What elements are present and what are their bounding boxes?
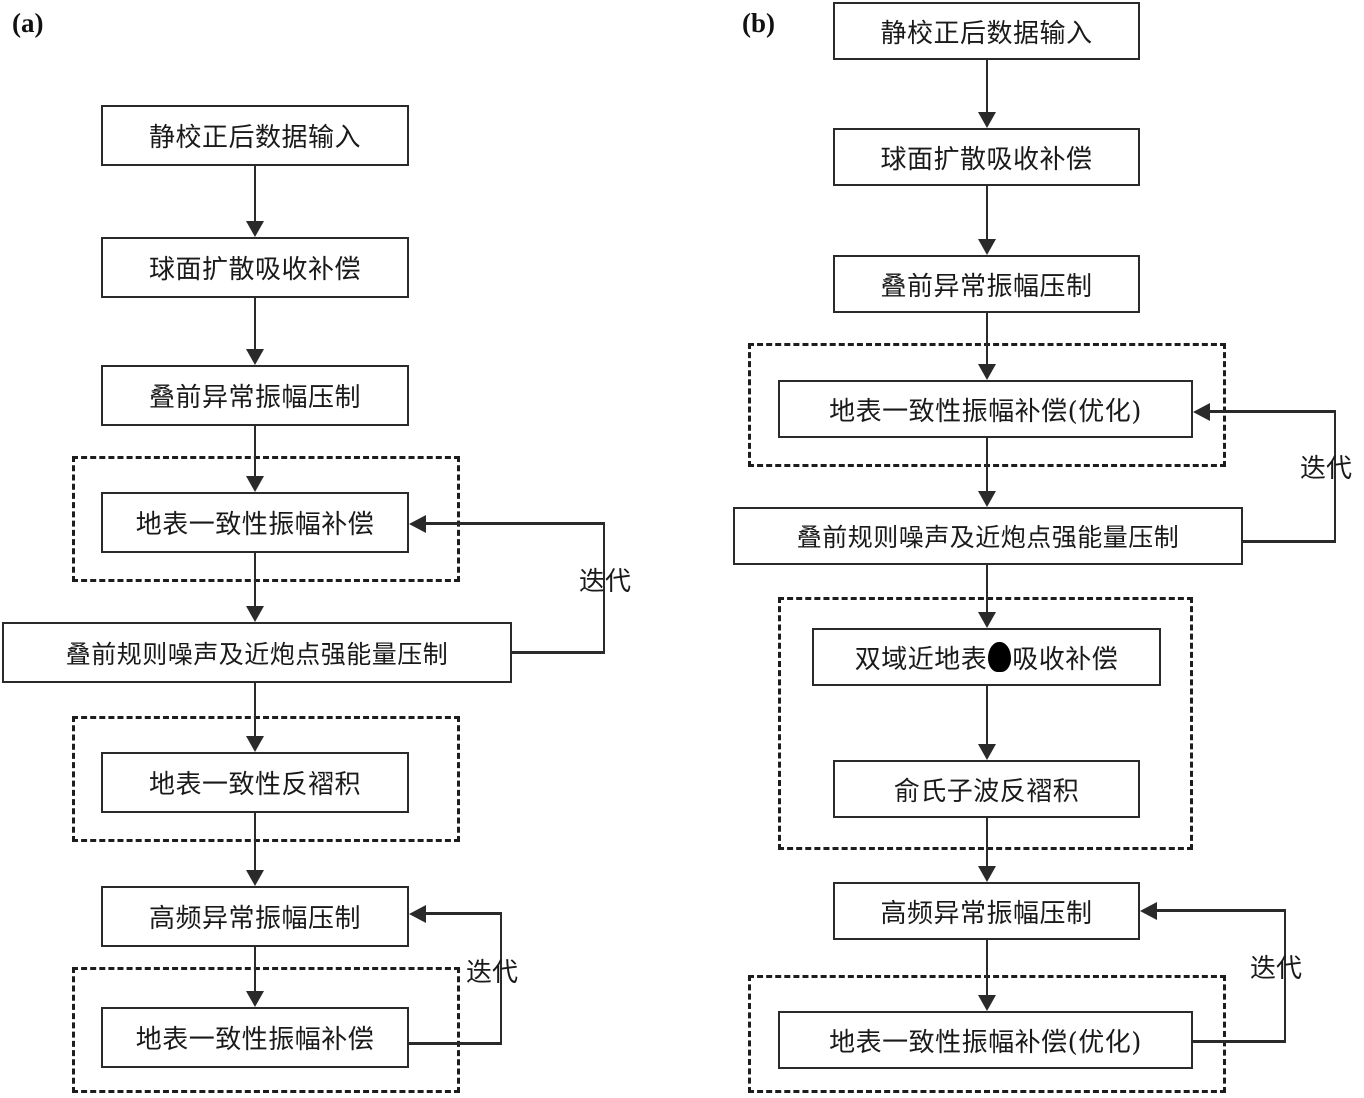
- connector-b-7-8: [985, 818, 988, 866]
- node-b-high-frequency-anomalous-amplitude[interactable]: 高频异常振幅压制: [833, 882, 1140, 940]
- arrowhead-b-6-7: [977, 744, 996, 760]
- node-b-yu-wavelet-decon[interactable]: 俞氏子波反褶积: [833, 760, 1140, 818]
- node-a-prestack-regular-noise[interactable]: 叠前规则噪声及近炮点强能量压制: [2, 622, 512, 683]
- arrowhead-a-5-6: [245, 736, 264, 752]
- q-symbol-blob-icon: [988, 642, 1012, 672]
- connector-b-5-6: [985, 565, 988, 612]
- loop-label-b-2: 迭代: [1250, 954, 1303, 984]
- connector-b-3-4: [985, 313, 988, 364]
- connector-a-7-8: [253, 947, 256, 991]
- loop-b-2-segment-right: [1283, 910, 1286, 1042]
- node-b-spherical-divergence[interactable]: 球面扩散吸收补偿: [833, 128, 1140, 186]
- node-b-dual-domain-near-surface-q-compensation[interactable]: 双域近地表吸收补偿: [812, 628, 1161, 686]
- loop-a-2-segment-bottom: [409, 1042, 502, 1045]
- arrowhead-b-1-2: [977, 112, 996, 128]
- loop-a-2-segment-right: [499, 913, 502, 1044]
- arrowhead-b-2-3: [977, 239, 996, 255]
- connector-b-1-2: [985, 60, 988, 112]
- node-a-static-corrected-input[interactable]: 静校正后数据输入: [101, 105, 409, 166]
- arrowhead-a-7-8: [245, 991, 264, 1007]
- loop-label-a-2: 迭代: [466, 958, 519, 988]
- panel-label-a: (a): [12, 8, 44, 38]
- arrowhead-a-2-3: [245, 349, 264, 365]
- connector-a-4-5: [253, 553, 256, 606]
- node-a-prestack-anomalous-amplitude[interactable]: 叠前异常振幅压制: [101, 365, 409, 426]
- loop-a-2-segment-top: [424, 912, 502, 915]
- dashed-group-a-deconvolution: [72, 716, 460, 842]
- connector-a-1-2: [253, 166, 256, 221]
- node-b-surface-consistent-amplitude-opt[interactable]: 地表一致性振幅补偿(优化): [778, 380, 1193, 438]
- node-b-prestack-regular-noise[interactable]: 叠前规则噪声及近炮点强能量压制: [733, 507, 1243, 565]
- loop-b-1-segment-right: [1333, 411, 1336, 542]
- arrowhead-a-3-4: [245, 476, 264, 492]
- connector-b-8-9: [985, 940, 988, 995]
- loop-b-1-segment-bottom: [1243, 540, 1336, 543]
- node-a-surface-consistent-amplitude[interactable]: 地表一致性振幅补偿: [101, 492, 409, 553]
- loop-label-b-1: 迭代: [1300, 454, 1353, 484]
- node-b-static-corrected-input[interactable]: 静校正后数据输入: [833, 2, 1140, 60]
- node-a-high-frequency-anomalous-amplitude[interactable]: 高频异常振幅压制: [101, 886, 409, 947]
- node-a-surface-consistent-amplitude-2[interactable]: 地表一致性振幅补偿: [101, 1007, 409, 1068]
- node-a-spherical-divergence[interactable]: 球面扩散吸收补偿: [101, 237, 409, 298]
- node-b-dual-domain-text-suffix: 吸收补偿: [1012, 644, 1119, 675]
- loop-b-2-segment-top: [1155, 909, 1286, 912]
- connector-b-4-5: [985, 438, 988, 491]
- connector-b-2-3: [985, 186, 988, 239]
- arrowhead-loop-a-1: [409, 514, 426, 533]
- connector-a-3-4: [253, 426, 256, 476]
- connector-a-6-7: [253, 813, 256, 870]
- panel-label-b: (b): [742, 8, 775, 38]
- dashed-group-a-amplitude-compensation-2: [72, 967, 460, 1093]
- arrowhead-b-4-5: [977, 491, 996, 507]
- arrowhead-loop-b-2: [1140, 901, 1157, 920]
- arrowhead-b-3-4: [977, 364, 996, 380]
- dashed-group-a-amplitude-compensation: [72, 456, 460, 582]
- arrowhead-b-5-6: [977, 612, 996, 628]
- arrowhead-a-4-5: [245, 606, 264, 622]
- loop-a-1-segment-bottom: [512, 651, 605, 654]
- arrowhead-loop-b-1: [1193, 402, 1210, 421]
- loop-label-a-1: 迭代: [579, 567, 632, 597]
- connector-b-6-7: [985, 686, 988, 744]
- node-b-prestack-anomalous-amplitude[interactable]: 叠前异常振幅压制: [833, 255, 1140, 313]
- loop-b-1-segment-top: [1208, 410, 1336, 413]
- arrowhead-b-7-8: [977, 866, 996, 882]
- node-b-dual-domain-text-prefix: 双域近地表: [854, 644, 988, 675]
- arrowhead-loop-a-2: [409, 904, 426, 923]
- loop-a-1-segment-top: [424, 522, 605, 525]
- node-a-surface-consistent-decon[interactable]: 地表一致性反褶积: [101, 752, 409, 813]
- loop-b-2-segment-bottom: [1193, 1040, 1286, 1043]
- loop-a-1-segment-right: [602, 523, 605, 653]
- arrowhead-a-6-7: [245, 870, 264, 886]
- connector-a-2-3: [253, 298, 256, 349]
- arrowhead-b-8-9: [977, 995, 996, 1011]
- arrowhead-a-1-2: [245, 221, 264, 237]
- connector-a-5-6: [253, 683, 256, 736]
- node-b-surface-consistent-amplitude-opt-2[interactable]: 地表一致性振幅补偿(优化): [778, 1011, 1193, 1069]
